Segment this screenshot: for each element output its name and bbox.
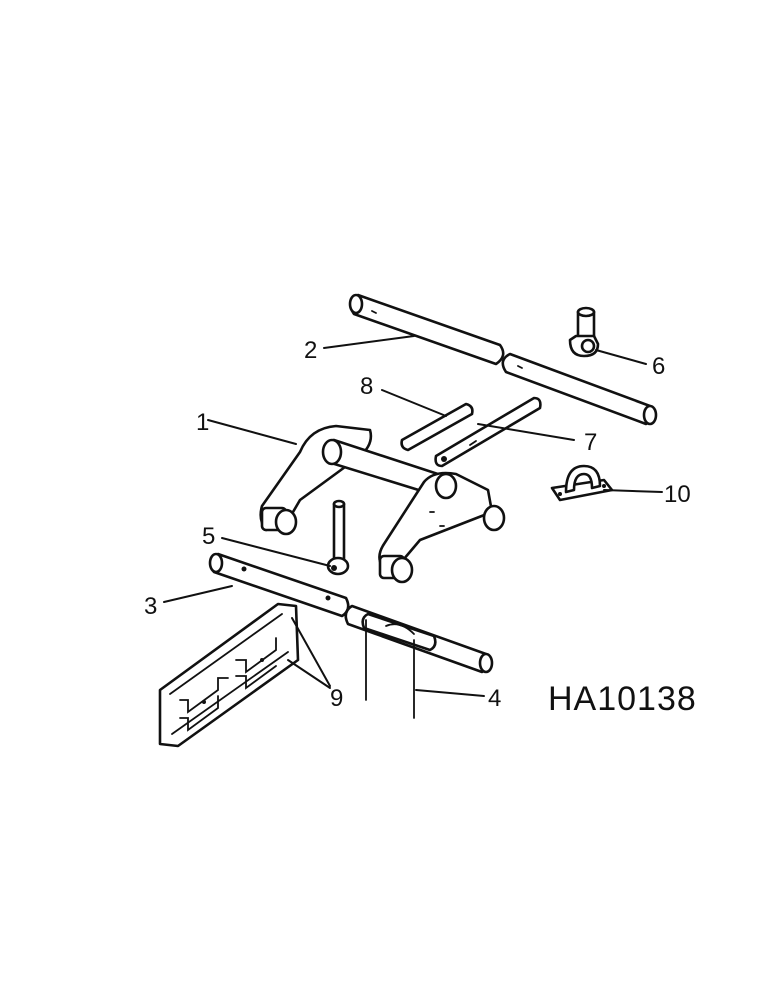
callout-7: 7 [584, 429, 597, 456]
plate-part-9 [158, 602, 300, 748]
shaft-part-3 [208, 552, 350, 618]
callout-8: 8 [360, 373, 373, 400]
yoke-frame-part-1 [259, 424, 506, 584]
callout-10: 10 [664, 481, 691, 508]
clip-part-6 [568, 306, 600, 358]
pin-part-5 [326, 499, 350, 576]
shaft-part-4 [344, 604, 494, 719]
drawing-code: HA10138 [548, 680, 697, 718]
leader-lines [163, 335, 663, 697]
bracket-part-10 [550, 464, 614, 502]
callout-5: 5 [202, 523, 215, 550]
callout-1: 1 [196, 409, 209, 436]
rod-part-8 [400, 402, 474, 452]
callout-6: 6 [652, 353, 665, 380]
callout-2: 2 [304, 337, 317, 364]
rod-part-7 [434, 396, 542, 468]
callout-4: 4 [488, 685, 501, 712]
callout-3: 3 [144, 593, 157, 620]
callout-9: 9 [330, 685, 343, 712]
callout-labels: 1 2 3 4 5 6 7 8 9 10 [144, 337, 691, 712]
shaft-part-2 [348, 293, 658, 426]
